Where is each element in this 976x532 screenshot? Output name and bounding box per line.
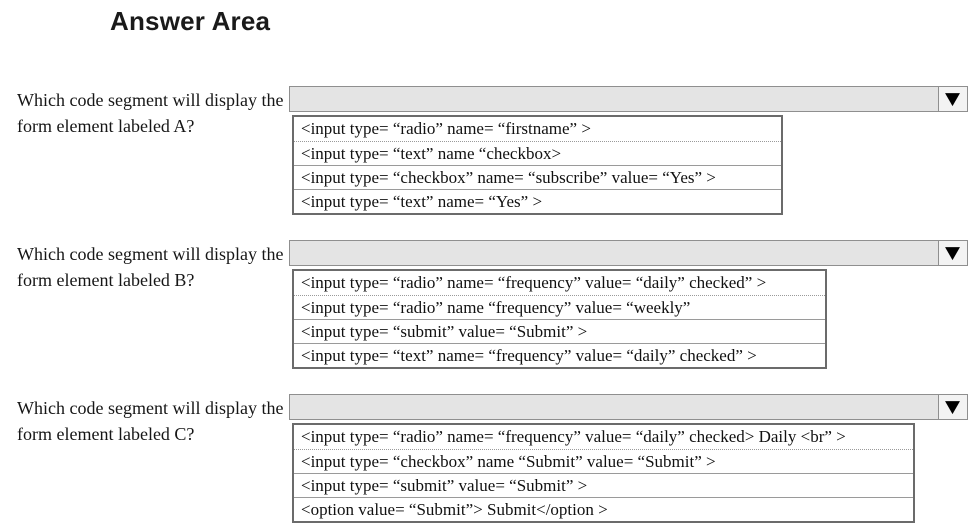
option-text: <input type= “submit” value= “Submit” > bbox=[301, 322, 588, 341]
option-item[interactable]: <input type= “text” name= “frequency” va… bbox=[294, 343, 825, 367]
option-item[interactable]: <input type= “text” name= “Yes” > bbox=[294, 189, 781, 213]
question-prompt-b: Which code segment will display the form… bbox=[17, 244, 284, 290]
option-text: <input type= “text” name= “Yes” > bbox=[301, 192, 543, 211]
option-item[interactable]: <input type= “submit” value= “Submit” > bbox=[294, 473, 913, 497]
dropdown-a[interactable]: ▼ bbox=[289, 86, 968, 112]
dropdown-c[interactable]: ▼ bbox=[289, 394, 968, 420]
question-block-c: Which code segment will display the form… bbox=[0, 394, 976, 532]
dropdown-b[interactable]: ▼ bbox=[289, 240, 968, 266]
option-text: <option value= “Submit”> Submit</option … bbox=[301, 500, 608, 519]
caret-down-icon: ▼ bbox=[945, 396, 961, 417]
option-text: <input type= “radio” name “frequency” va… bbox=[301, 298, 691, 317]
dropdown-c-selected-value bbox=[296, 395, 935, 419]
option-item[interactable]: <input type= “checkbox” name “Submit” va… bbox=[294, 449, 913, 473]
dropdown-b-arrow-button[interactable]: ▼ bbox=[938, 241, 967, 265]
dropdown-c-arrow-button[interactable]: ▼ bbox=[938, 395, 967, 419]
option-item[interactable]: <option value= “Submit”> Submit</option … bbox=[294, 497, 913, 521]
option-text: <input type= “submit” value= “Submit” > bbox=[301, 476, 588, 495]
question-block-a: Which code segment will display the form… bbox=[0, 86, 976, 236]
option-item[interactable]: <input type= “radio” name= “frequency” v… bbox=[294, 271, 825, 295]
option-text: <input type= “radio” name= “frequency” v… bbox=[301, 273, 767, 292]
dropdown-a-arrow-button[interactable]: ▼ bbox=[938, 87, 967, 111]
option-item[interactable]: <input type= “radio” name= “frequency” v… bbox=[294, 425, 913, 449]
page-title: Answer Area bbox=[110, 6, 271, 36]
option-text: <input type= “checkbox” name “Submit” va… bbox=[301, 452, 716, 471]
option-item[interactable]: <input type= “text” name “checkbox> bbox=[294, 141, 781, 165]
question-block-b: Which code segment will display the form… bbox=[0, 240, 976, 390]
dropdown-b-selected-value bbox=[296, 241, 935, 265]
dropdown-a-selected-value bbox=[296, 87, 935, 111]
caret-down-icon: ▼ bbox=[945, 242, 961, 263]
option-item[interactable]: <input type= “checkbox” name= “subscribe… bbox=[294, 165, 781, 189]
option-text: <input type= “radio” name= “frequency” v… bbox=[301, 427, 846, 446]
option-text: <input type= “radio” name= “firstname” > bbox=[301, 119, 591, 138]
caret-down-icon: ▼ bbox=[945, 88, 961, 109]
option-item[interactable]: <input type= “submit” value= “Submit” > bbox=[294, 319, 825, 343]
option-text: <input type= “text” name= “frequency” va… bbox=[301, 346, 757, 365]
options-list-b: <input type= “radio” name= “frequency” v… bbox=[292, 269, 827, 369]
question-prompt-c: Which code segment will display the form… bbox=[17, 398, 284, 444]
options-list-c: <input type= “radio” name= “frequency” v… bbox=[292, 423, 915, 523]
question-prompt-a: Which code segment will display the form… bbox=[17, 90, 284, 136]
option-item[interactable]: <input type= “radio” name= “firstname” > bbox=[294, 117, 781, 141]
option-text: <input type= “checkbox” name= “subscribe… bbox=[301, 168, 716, 187]
option-item[interactable]: <input type= “radio” name “frequency” va… bbox=[294, 295, 825, 319]
option-text: <input type= “text” name “checkbox> bbox=[301, 144, 562, 163]
options-list-a: <input type= “radio” name= “firstname” >… bbox=[292, 115, 783, 215]
